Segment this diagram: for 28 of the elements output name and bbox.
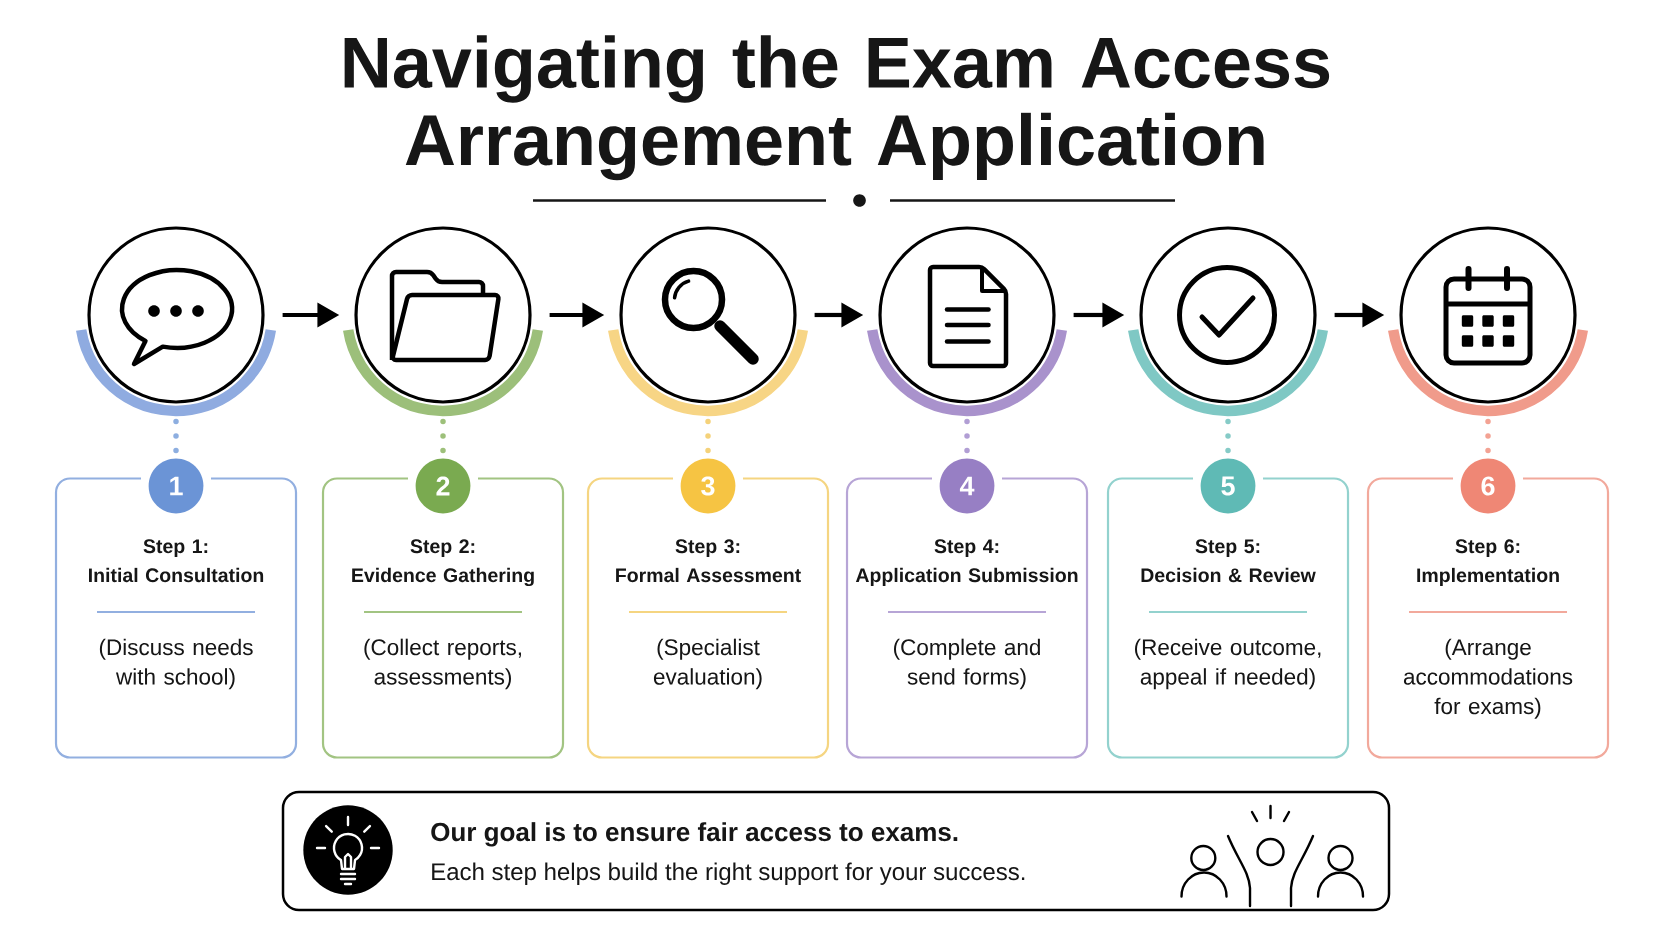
step-title: Step 3: Formal Assessment (616, 539, 801, 583)
number-badge: 6 (1460, 458, 1516, 514)
number-badge: 1 (148, 458, 204, 514)
number-badge: 3 (680, 458, 736, 514)
step-description: (Complete and send forms) (894, 638, 1040, 690)
step-title: Step 4: Application Submission (855, 539, 1078, 587)
step-title: Step 1: Initial Consultation (89, 539, 264, 583)
step-card (1366, 477, 1610, 759)
step-description: (Collect reports, assessments) (364, 638, 521, 690)
info-banner (281, 790, 1391, 912)
number-badge: 2 (415, 458, 471, 514)
banner-text: Each step helps build the right support for your success. (432, 862, 1025, 885)
step-card (586, 477, 830, 759)
step-description: (Receive outcome, appeal if needed) (1135, 638, 1321, 690)
step-description: (Specialist evaluation) (653, 638, 762, 690)
banner-heading: Our goal is to ensure fair access to exams. (431, 822, 958, 847)
step-card (321, 477, 565, 759)
step-title: Step 2: Evidence Gathering (352, 539, 534, 587)
number-badge: 5 (1200, 458, 1256, 514)
step-title: Step 6: Implementation (1417, 539, 1559, 587)
step-card (54, 477, 298, 759)
step-card (1106, 477, 1350, 759)
title: Navigating the Exam Access Arrangement Application (344, 35, 1330, 181)
number-badge: 4 (939, 458, 995, 514)
step-card (845, 477, 1089, 759)
step-description: (Arrange accommodations for exams) (1403, 638, 1573, 719)
step-description: (Discuss needs with school) (99, 638, 253, 690)
step-title: Step 5: Decision & Review (1141, 539, 1316, 583)
